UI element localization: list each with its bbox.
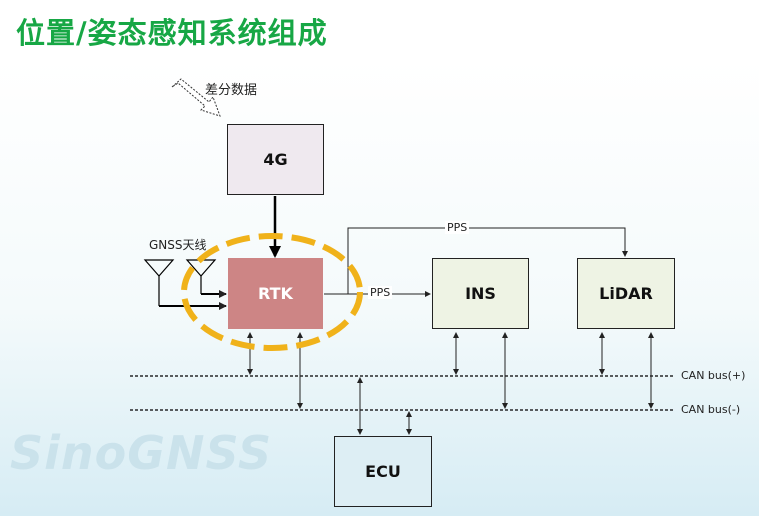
rtk-module-box: RTK — [228, 258, 323, 329]
lidar-module-box: LiDAR — [577, 258, 675, 329]
pps-top-label: PPS — [445, 221, 470, 234]
ins-module-box: INS — [432, 258, 529, 329]
antenna-to-rtk-links — [159, 290, 227, 310]
can-bus-links — [247, 332, 654, 435]
gnss-antenna-icon — [143, 259, 217, 306]
ecu-module-box: ECU — [334, 436, 432, 507]
can-bus-plus-label: CAN bus(+) — [681, 369, 746, 382]
pps-mid-label: PPS — [368, 286, 393, 299]
slide-title: 位置/姿态感知系统组成 — [16, 16, 328, 50]
sinognss-watermark: SinoGNSS — [10, 426, 273, 480]
gnss-antenna-label: GNSS天线 — [149, 238, 207, 252]
diff-data-label: 差分数据 — [205, 83, 258, 98]
4g-module-box: 4G — [227, 124, 324, 195]
can-bus-minus-label: CAN bus(-) — [681, 403, 741, 416]
diff-data-arrow — [171, 78, 221, 117]
